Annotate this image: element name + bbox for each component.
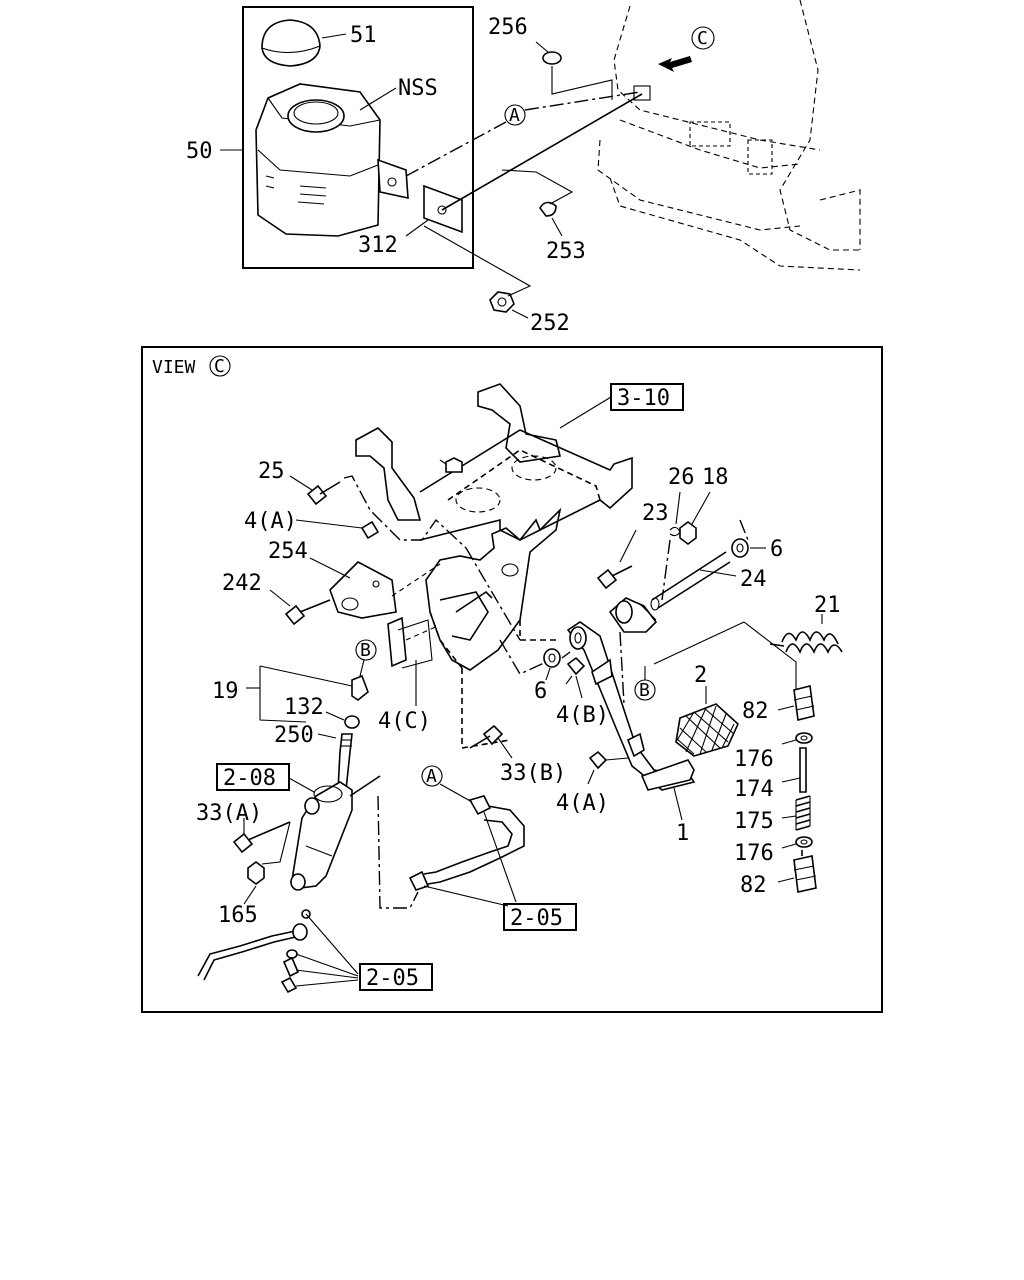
ref-box-2-05-hose (503, 903, 577, 931)
label-19: 19 (212, 679, 239, 704)
label-33a: 33(A) (196, 801, 262, 826)
label-6-left: 6 (534, 679, 547, 704)
label-4a-bottom: 4(A) (556, 791, 609, 816)
clutch-master-cylinder (290, 775, 381, 891)
plug-253 (539, 201, 557, 217)
callout-c-circle (691, 26, 715, 50)
label-256: 256 (488, 15, 528, 40)
label-24: 24 (740, 567, 767, 592)
clip-4a-top (360, 520, 380, 540)
washer-176-bottom (795, 836, 813, 848)
label-26: 26 (668, 465, 695, 490)
view-title: VIEW (152, 357, 196, 378)
bolt-33b (469, 724, 504, 749)
bolt-23 (596, 565, 633, 590)
label-176-top: 176 (734, 747, 774, 772)
label-21: 21 (814, 593, 841, 618)
reservoir-body (255, 83, 409, 237)
callout-a-circle (504, 104, 526, 126)
label-25: 25 (258, 459, 285, 484)
view-c-frame (141, 346, 883, 1013)
stud (439, 457, 463, 473)
label-6-right: 6 (770, 537, 783, 562)
washer-6-left (543, 648, 561, 668)
spring-175 (795, 795, 811, 831)
label-33b: 33(B) (500, 761, 566, 786)
label-253: 253 (546, 239, 586, 264)
label-242: 242 (222, 571, 262, 596)
label-4b: 4(B) (556, 703, 609, 728)
bolt-25 (306, 481, 341, 506)
ref-2-08: 2-08 (223, 766, 276, 791)
pedal-pad-2 (675, 703, 739, 757)
clip-26 (669, 526, 681, 537)
callout-b-pedal: B (639, 680, 650, 701)
ref-3-10: 3-10 (617, 386, 670, 411)
shaft-24 (650, 551, 731, 611)
bolt-33a (232, 821, 291, 854)
nut-18 (679, 521, 697, 545)
callout-a-hose: A (426, 766, 437, 787)
callout-c-label: C (697, 28, 708, 49)
reservoir-inset-frame (242, 6, 474, 269)
hydraulic-pipe (197, 909, 311, 994)
nut-165 (247, 861, 265, 885)
label-82-top: 82 (742, 699, 769, 724)
label-165: 165 (218, 903, 258, 928)
bracket-254 (329, 561, 397, 619)
reservoir-cap (261, 19, 321, 67)
ref-2-05-lower: 2-05 (366, 966, 419, 991)
label-2: 2 (694, 663, 707, 688)
label-18: 18 (702, 465, 729, 490)
switch-82-top (793, 685, 815, 721)
plug-256 (542, 51, 562, 65)
label-1: 1 (676, 821, 689, 846)
rod-174 (799, 747, 807, 793)
callout-b-top-circle (355, 639, 377, 661)
view-c-arrow (658, 56, 692, 72)
label-51: 51 (350, 23, 377, 48)
callout-a-label: A (509, 105, 520, 126)
clutch-pedal-1 (566, 597, 696, 791)
ref-box-2-05-lower (359, 963, 433, 991)
bolt-242 (284, 599, 331, 626)
washer-6-right (731, 538, 749, 558)
label-250: 250 (274, 723, 314, 748)
label-50: 50 (186, 139, 213, 164)
label-4a-top: 4(A) (244, 509, 297, 534)
label-82-bottom: 82 (740, 873, 767, 898)
return-spring-21 (769, 631, 843, 654)
clevis-132 (344, 674, 369, 729)
cab-front-outline (597, 0, 861, 271)
label-174: 174 (734, 777, 774, 802)
clip-4b (565, 656, 586, 685)
pedal-mounting-bracket (355, 383, 633, 749)
label-nss: NSS (398, 76, 438, 101)
label-312: 312 (358, 233, 398, 258)
washer-176-top (795, 732, 813, 744)
reservoir-hose (408, 783, 525, 891)
switch-82-bottom (793, 850, 817, 893)
label-176-bottom: 176 (734, 841, 774, 866)
reservoir-inset: 51 NSS 312 (242, 6, 474, 269)
label-175: 175 (734, 809, 774, 834)
label-254: 254 (268, 539, 308, 564)
view-title-mark: C (214, 356, 225, 377)
callout-b-top: B (360, 640, 371, 661)
view-title-circle (209, 355, 231, 377)
ref-box-2-08 (216, 763, 290, 791)
plate-4c (387, 616, 433, 669)
label-132: 132 (284, 695, 324, 720)
clip-4a-bottom (588, 750, 629, 770)
label-4c: 4(C) (378, 709, 431, 734)
nut-252 (489, 291, 515, 313)
label-23: 23 (642, 501, 669, 526)
callout-a-hose-circle (421, 765, 443, 787)
ref-2-05-hose: 2-05 (510, 906, 563, 931)
label-252: 252 (530, 311, 570, 336)
